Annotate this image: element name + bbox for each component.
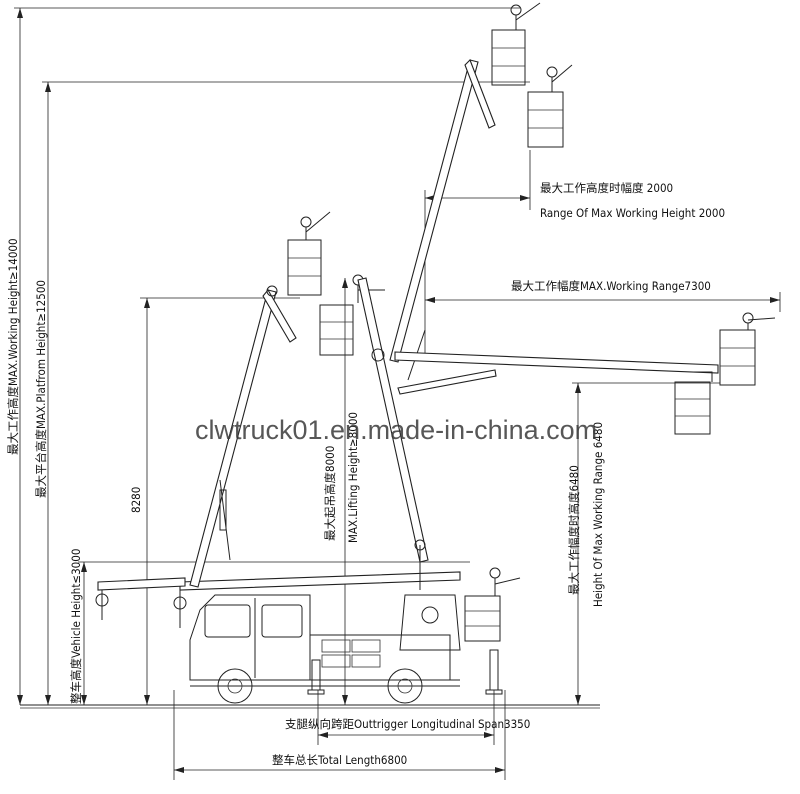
- cab-window-2: [261, 604, 303, 638]
- label-outrigger-span: 支腿纵向跨距Outtrigger Longitudinal Span3350: [285, 717, 530, 731]
- basket-4a: [719, 329, 756, 386]
- boom-position-3: [371, 2, 573, 381]
- dim-max-working-height: [14, 7, 520, 705]
- boom-position-1: [189, 211, 385, 588]
- dim-max-lifting-height: [342, 278, 348, 705]
- label-max-lifting-height-cn: 最大起吊高度8000: [323, 446, 337, 541]
- label-height-max-working-range-en: Height Of Max Working Range 6480: [591, 422, 605, 607]
- basket-3b: [527, 91, 564, 148]
- truck: [95, 567, 521, 704]
- basket-3a: [491, 29, 526, 86]
- dim-vehicle-height: [78, 561, 470, 705]
- label-range-max-working-height-cn: 最大工作高度时幅度 2000: [540, 181, 673, 195]
- dim-height-max-working-range: [572, 382, 720, 705]
- stowed-boom: [179, 571, 461, 591]
- stowed-basket: [464, 595, 501, 642]
- dim-outrigger-span: [317, 690, 495, 745]
- basket-1a: [287, 239, 322, 296]
- dim-max-platform-height: [42, 81, 530, 705]
- label-max-working-range: 最大工作幅度MAX.Working Range7300: [511, 279, 711, 293]
- label-height-max-working-range-cn: 最大工作幅度时高度6480: [567, 465, 581, 595]
- label-max-working-height: 最大工作高度MAX.Working Height≥14000: [6, 238, 20, 455]
- outrigger-rear: [489, 649, 499, 691]
- cab-window-1: [204, 604, 251, 638]
- boom-position-4: [394, 312, 776, 435]
- label-vehicle-height: 整车高度Vehicle Height≤3000: [69, 549, 83, 704]
- turret: [399, 594, 461, 651]
- label-max-lifting-height-en: MAX.Lifting Height≥8000: [346, 412, 360, 543]
- dim-max-working-range: [425, 292, 781, 312]
- watermark: clwtruck01.en.made-in-china.com: [195, 415, 597, 445]
- basket-4b: [674, 381, 711, 435]
- label-max-platform-height: 最大平台高度MAX.Platfrom Height≥12500: [34, 280, 48, 498]
- rear-wheel: [387, 668, 423, 704]
- basket-1b: [319, 304, 354, 356]
- label-total-length: 整车总长Total Length6800: [272, 753, 407, 767]
- label-8280: 8280: [129, 487, 143, 513]
- front-wheel: [217, 668, 253, 704]
- dim-total-length: [173, 690, 506, 780]
- label-range-max-working-height-en: Range Of Max Working Height 2000: [540, 206, 725, 220]
